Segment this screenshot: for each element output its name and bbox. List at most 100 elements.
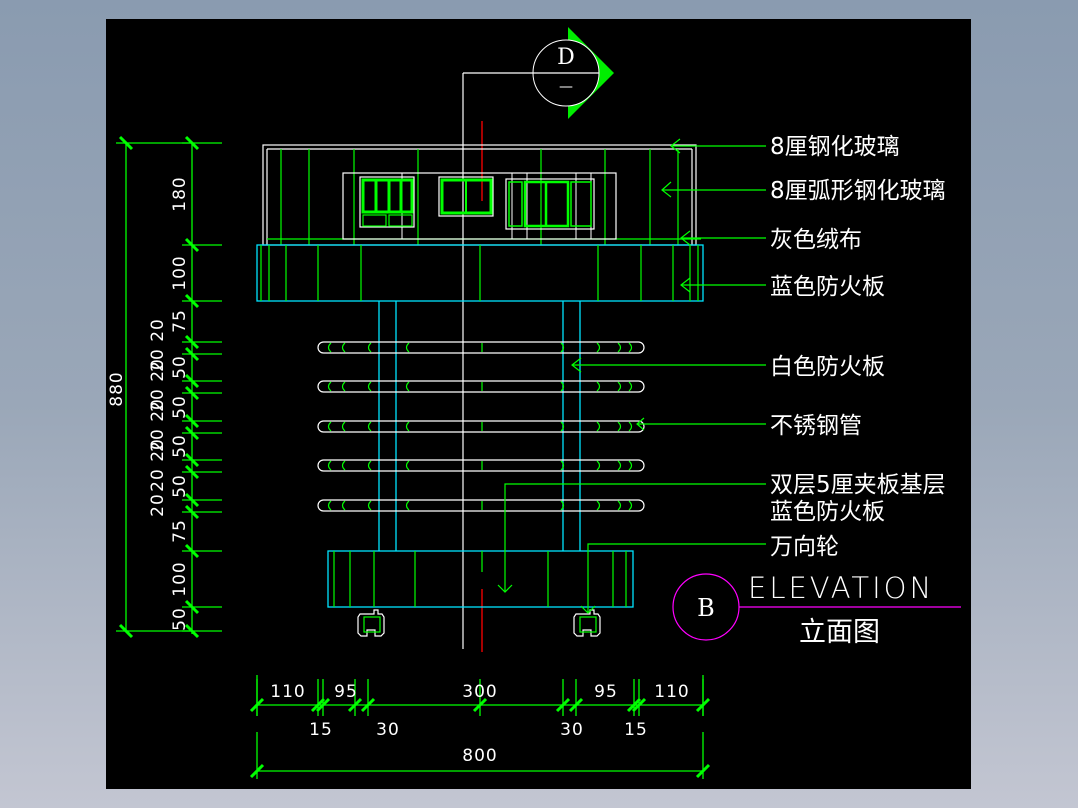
- dim-tick: [184, 334, 200, 350]
- callout-label: 双层5厘夹板基层: [770, 472, 946, 498]
- tube-clip: [341, 342, 346, 353]
- tube-clip: [327, 421, 332, 432]
- dim-horizontal-segment: 110: [270, 682, 305, 702]
- tube-clip: [327, 342, 332, 353]
- tube-clip: [405, 460, 410, 471]
- tube-clip: [367, 500, 372, 511]
- tube-clip: [617, 421, 622, 432]
- tube-clip: [341, 460, 346, 471]
- dim-tick: [184, 293, 200, 309]
- title-chinese: 立面图: [799, 617, 880, 648]
- tube-clip: [327, 460, 332, 471]
- dim-horizontal-small: 15: [624, 720, 648, 740]
- tube-clip: [327, 500, 332, 511]
- dim-horizontal-small: 30: [560, 720, 584, 740]
- dim-horizontal-small: 15: [309, 720, 333, 740]
- dim-vertical-segment: 100: [170, 255, 190, 290]
- tube-clip: [617, 460, 622, 471]
- dim-tick: [184, 543, 200, 559]
- tube-clip: [367, 421, 372, 432]
- dim-horizontal-segment: 95: [334, 682, 358, 702]
- dim-tick: [249, 763, 265, 779]
- tube-clip: [628, 421, 633, 432]
- tube-clip: [560, 381, 565, 392]
- dim-tick: [626, 697, 642, 713]
- tube-clip: [560, 500, 565, 511]
- tube-clip: [596, 500, 601, 511]
- callout-label: 万向轮: [770, 534, 839, 560]
- callout-label: 不锈钢管: [770, 413, 862, 439]
- dim-vertical-segment: 50: [170, 607, 190, 631]
- support-posts: [378, 301, 581, 551]
- tube-clip: [327, 381, 332, 392]
- dim-horizontal-segment: 110: [654, 682, 689, 702]
- tube-clip: [560, 460, 565, 471]
- dim-vertical-segment: 100: [170, 561, 190, 596]
- dim-tick: [184, 385, 200, 401]
- dim-tick: [695, 697, 711, 713]
- tube-clip: [341, 381, 346, 392]
- dim-tick: [118, 135, 134, 151]
- dim-vertical-segment: 50: [170, 355, 190, 379]
- dim-tick: [315, 697, 331, 713]
- dim-tick: [184, 599, 200, 615]
- caster-wheel-left: [357, 609, 385, 637]
- dim-tick: [347, 697, 363, 713]
- dim-tick: [184, 504, 200, 520]
- tube-clip: [560, 342, 565, 353]
- dim-vertical-gap: 20 20: [148, 398, 168, 452]
- dim-total-width: 800: [462, 746, 497, 766]
- dim-horizontal-small: 30: [376, 720, 400, 740]
- dim-vertical-gap: 20 20: [148, 438, 168, 492]
- tube-clip: [405, 381, 410, 392]
- dim-vertical-gap: 20 20: [148, 358, 168, 412]
- tube-clip: [341, 500, 346, 511]
- dim-tick: [631, 697, 647, 713]
- shelf-board: [317, 341, 645, 354]
- dim-tick: [310, 697, 326, 713]
- callout-label: 灰色绒布: [770, 227, 862, 253]
- tube-clip: [367, 381, 372, 392]
- top-blue-panel: [256, 244, 704, 302]
- view-marker-letter: B: [697, 594, 715, 622]
- dim-tick: [184, 237, 200, 253]
- caster-wheel-right: [573, 609, 601, 637]
- callout-label: 蓝色防火板: [770, 274, 885, 300]
- tube-clip: [367, 342, 372, 353]
- dim-vertical-segment: 75: [170, 309, 190, 333]
- tube-clip: [628, 500, 633, 511]
- dim-vertical-segment: 50: [170, 474, 190, 498]
- dim-tick: [184, 135, 200, 151]
- dim-tick: [118, 623, 134, 639]
- dim-tick: [184, 464, 200, 480]
- shelf-board: [317, 380, 645, 393]
- vertical-dimensions: [116, 135, 222, 639]
- tube-clip: [560, 421, 565, 432]
- dim-vertical-gap: 20: [148, 493, 168, 517]
- section-letter: D: [557, 45, 575, 70]
- title-elevation: ELEVATION: [748, 571, 934, 605]
- shelf-board: [317, 420, 645, 433]
- dim-tick: [249, 697, 265, 713]
- dim-tick: [555, 697, 571, 713]
- display-items: [359, 176, 595, 230]
- dim-tick: [472, 697, 488, 713]
- callout-leaders: [497, 138, 766, 614]
- tube-clip: [405, 421, 410, 432]
- tube-clip: [596, 342, 601, 353]
- dim-total-height: 880: [107, 371, 127, 406]
- dim-vertical-segment: 180: [170, 176, 190, 211]
- dim-tick: [184, 425, 200, 441]
- tube-clip: [628, 460, 633, 471]
- dim-tick: [184, 346, 200, 362]
- view-circle-icon: [672, 573, 961, 641]
- dim-vertical-segment: 75: [170, 519, 190, 543]
- dim-tick: [184, 452, 200, 468]
- dim-vertical-gap: 20 20: [148, 318, 168, 372]
- dim-tick: [184, 492, 200, 508]
- dim-tick: [695, 763, 711, 779]
- dim-horizontal-segment: 95: [594, 682, 618, 702]
